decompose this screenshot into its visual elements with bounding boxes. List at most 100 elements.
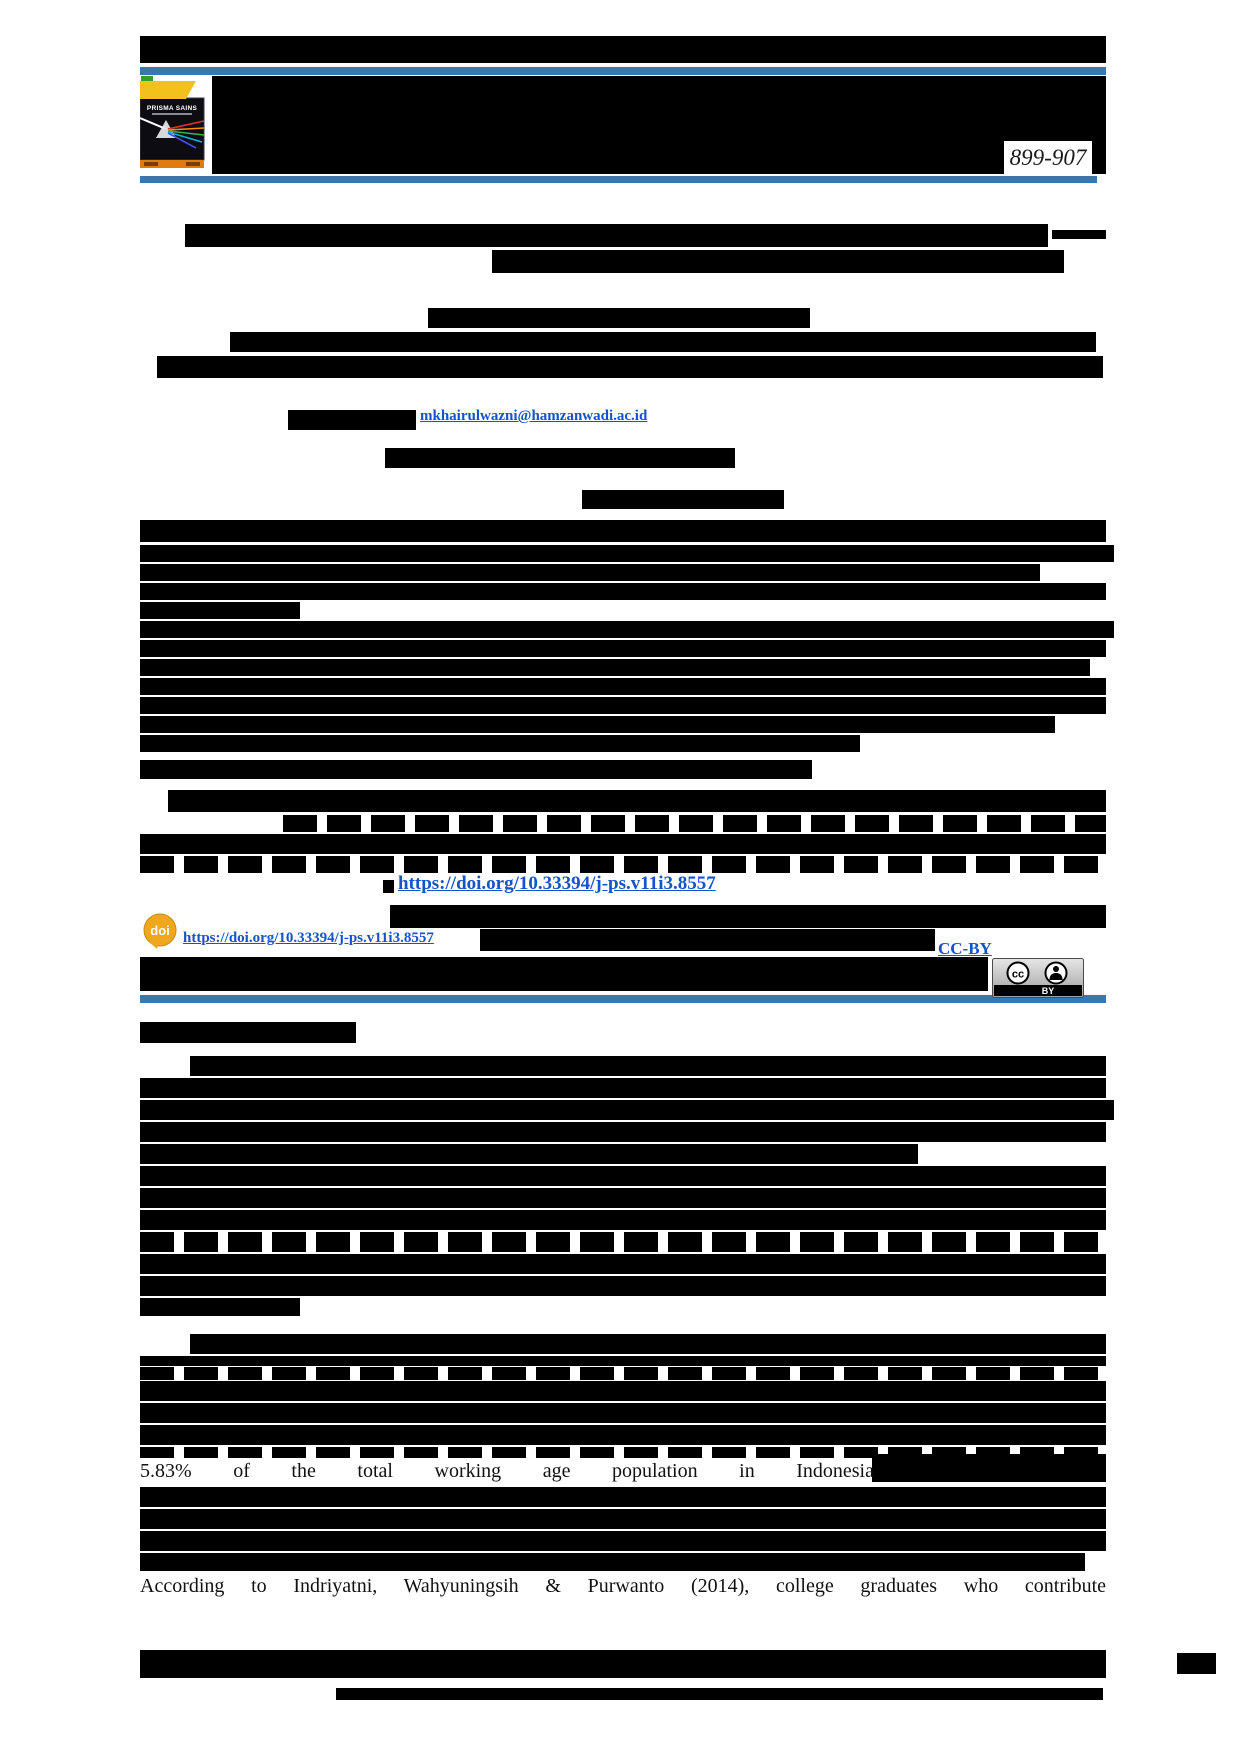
redaction-bar — [140, 564, 1040, 581]
cover-strip-mark — [144, 162, 158, 166]
redaction-bar — [383, 880, 394, 893]
page-range: 899-907 — [1004, 141, 1092, 175]
cc-by-badge[interactable]: cc BY — [992, 958, 1084, 998]
redaction-bar — [140, 1254, 1106, 1274]
redaction-bar — [582, 490, 784, 509]
redaction-bar — [140, 1487, 1106, 1507]
cc-icon — [1006, 961, 1030, 985]
redaction-bar — [140, 1166, 1106, 1186]
cover-green-mark — [141, 76, 153, 85]
redaction-bar — [140, 1425, 1106, 1445]
redaction-bar — [140, 834, 1106, 854]
person-icon-body — [1049, 973, 1063, 980]
cover-ray-orange — [167, 127, 205, 131]
redaction-bar — [212, 76, 1106, 174]
cover-ray-red — [167, 120, 205, 130]
redaction-bar — [140, 1367, 1106, 1380]
redaction-bar — [283, 815, 1106, 832]
cover-ray-green — [167, 130, 205, 136]
redaction-bar — [336, 1688, 1103, 1700]
cover-orange-strip — [140, 160, 204, 168]
redaction-bar — [872, 1454, 1106, 1482]
cover-ray-blue — [167, 132, 197, 149]
redaction-bar — [480, 929, 935, 951]
cover-strip-mark — [186, 162, 200, 166]
doi-line-secondary: https://doi.org/10.33394/j-ps.v11i3.8557 — [183, 930, 434, 947]
cc-icon-glyph: cc — [1012, 969, 1024, 981]
redaction-bar — [140, 697, 1106, 714]
redaction-bar — [140, 1122, 1106, 1142]
redaction-bar — [140, 1276, 1106, 1296]
redaction-bar — [288, 410, 416, 430]
redaction-bar — [140, 1381, 1106, 1401]
redaction-bar — [140, 678, 1106, 695]
redaction-bar — [140, 1188, 1106, 1208]
corresponding-author-line: mkhairulwazni@hamzanwadi.ac.id — [420, 408, 647, 425]
header-bottom-rule — [140, 176, 1097, 183]
redaction-bar — [1052, 230, 1106, 239]
redaction-bar — [140, 36, 1106, 63]
redaction-bar — [140, 520, 1106, 542]
redaction-bar — [140, 583, 1106, 600]
redaction-bar — [140, 602, 300, 619]
redaction-bar — [428, 308, 810, 328]
cc-badge-by-label: BY — [1042, 986, 1055, 996]
body-visible-line-2: According to Indriyatni, Wahyuningsih & … — [140, 1575, 1106, 1597]
page-range-label: 899-907 — [1009, 145, 1087, 170]
redaction-bar — [140, 659, 1090, 676]
redaction-bar — [168, 790, 1106, 812]
redaction-bar — [190, 1056, 1106, 1076]
doi-link-primary[interactable]: https://doi.org/10.33394/j-ps.v11i3.8557 — [398, 873, 716, 894]
redaction-bar — [140, 545, 1114, 562]
redaction-bar — [140, 1210, 1106, 1230]
redaction-bar — [140, 1232, 1106, 1252]
redaction-bar — [140, 735, 860, 752]
redaction-bar — [1177, 1653, 1216, 1674]
doi-line-primary: https://doi.org/10.33394/j-ps.v11i3.8557 — [398, 873, 716, 895]
redaction-bar — [140, 1509, 1106, 1529]
journal-cover-thumbnail: PRISMA SAINS — [139, 76, 206, 168]
redaction-bar — [140, 716, 1055, 733]
doi-icon: doi — [143, 912, 179, 950]
redaction-bar — [140, 957, 988, 991]
abstract-bottom-rule — [140, 995, 1106, 1003]
redaction-bar — [140, 1298, 300, 1316]
redaction-bar — [140, 1100, 1114, 1120]
header-top-rule — [140, 67, 1106, 75]
redaction-bar — [140, 1022, 356, 1043]
cc-badge-by-strip — [994, 985, 1082, 996]
redaction-bar — [140, 760, 812, 779]
redaction-bar — [230, 332, 1096, 352]
redaction-bar — [140, 1356, 1106, 1366]
doi-icon-fold — [149, 942, 159, 949]
redaction-bar — [140, 1650, 1106, 1678]
redaction-bar — [140, 1078, 1106, 1098]
cc-by-link[interactable]: CC-BY — [938, 939, 992, 958]
redaction-bar — [140, 1531, 1106, 1551]
redaction-bar — [140, 856, 1106, 873]
cover-subtitle-bar — [152, 113, 192, 115]
person-icon-head — [1053, 966, 1059, 972]
corresponding-email-link[interactable]: mkhairulwazni@hamzanwadi.ac.id — [420, 408, 648, 424]
redaction-bar — [492, 250, 1064, 273]
redaction-bar — [140, 621, 1114, 638]
license-line: CC-BY — [938, 939, 992, 959]
cover-ray-cyan — [167, 131, 203, 143]
redaction-bar — [140, 1144, 918, 1164]
redaction-bar — [385, 448, 735, 468]
doi-link-secondary[interactable]: https://doi.org/10.33394/j-ps.v11i3.8557 — [183, 930, 434, 946]
cover-yellow-banner — [140, 81, 196, 99]
redaction-bar — [185, 224, 1048, 247]
redaction-bar — [140, 1553, 1085, 1571]
body-visible-line-1: 5.83% of the total working age populatio… — [140, 1460, 874, 1482]
redaction-bar — [190, 1334, 1106, 1354]
redaction-bar — [157, 356, 1103, 378]
redaction-bar — [140, 1447, 1106, 1458]
cover-title-text: PRISMA SAINS — [147, 105, 198, 112]
redaction-bar — [390, 905, 1106, 928]
doi-icon-label: doi — [150, 923, 170, 938]
redaction-bar — [140, 1403, 1106, 1423]
redaction-bar — [140, 640, 1106, 657]
doi-icon-circle — [143, 913, 177, 947]
